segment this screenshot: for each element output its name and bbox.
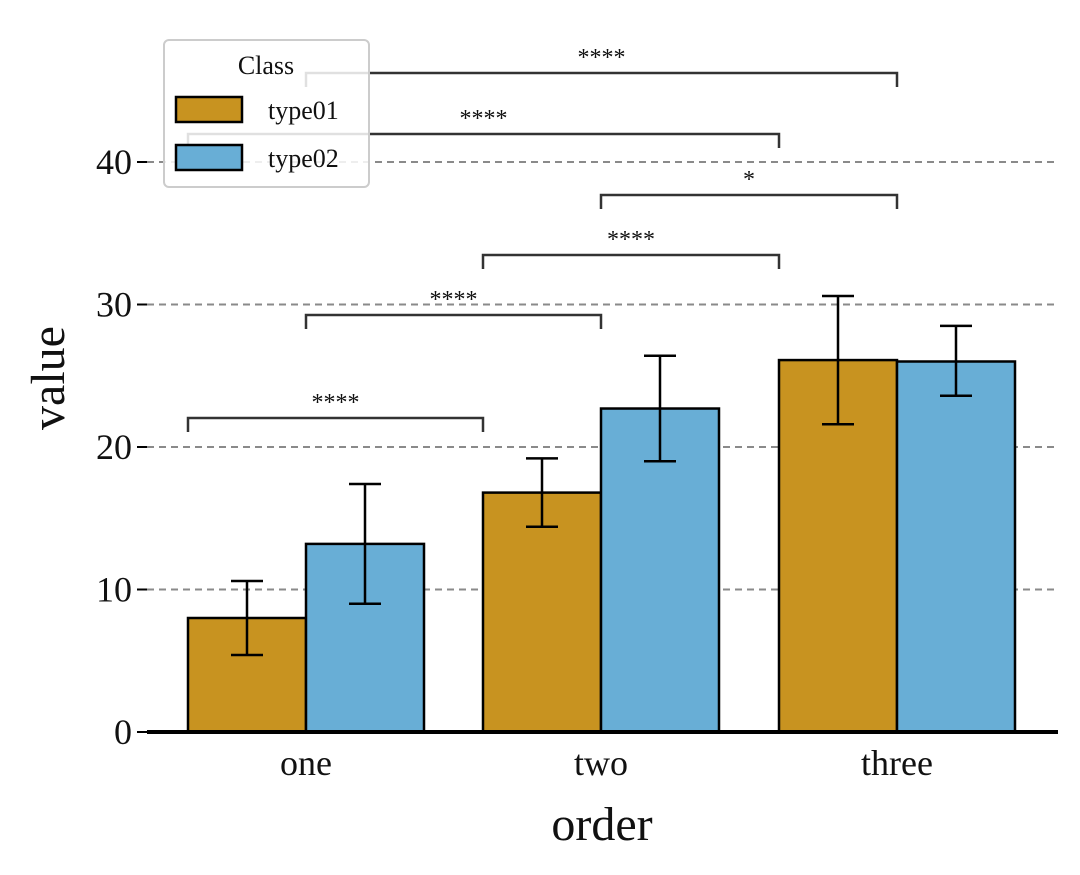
y-tick-label: 10 bbox=[96, 570, 132, 610]
y-tick-label: 40 bbox=[96, 142, 132, 182]
significance-bracket: **** bbox=[186, 390, 485, 432]
significance-label: **** bbox=[312, 390, 360, 416]
significance-label: **** bbox=[460, 106, 508, 132]
legend-title: Class bbox=[238, 51, 294, 80]
y-axis-title: value bbox=[22, 326, 75, 430]
y-tick-label: 30 bbox=[96, 285, 132, 325]
x-axis-ticks: one two three bbox=[280, 743, 933, 783]
legend: Class type01 type02 bbox=[163, 39, 370, 188]
bar bbox=[895, 360, 1017, 734]
bracket-line bbox=[599, 193, 899, 209]
significance-bracket: **** bbox=[304, 45, 899, 87]
bracket-line bbox=[186, 416, 485, 432]
significance-bracket: **** bbox=[304, 287, 603, 329]
legend-label: type02 bbox=[268, 144, 339, 173]
x-tick-label: three bbox=[861, 743, 933, 783]
x-axis-title: order bbox=[551, 798, 652, 851]
legend-swatch bbox=[174, 95, 244, 124]
significance-label: **** bbox=[430, 287, 478, 313]
error-bars-layer bbox=[231, 294, 972, 657]
significance-label: * bbox=[743, 167, 755, 193]
y-tick-label: 0 bbox=[114, 712, 132, 752]
x-tick-label: two bbox=[574, 743, 628, 783]
bracket-line bbox=[481, 253, 781, 269]
significance-bracket: **** bbox=[481, 227, 781, 269]
y-axis-ticks: 0 10 20 30 40 bbox=[96, 142, 147, 752]
significance-bracket: * bbox=[599, 167, 899, 209]
x-tick-label: one bbox=[280, 743, 332, 783]
significance-label: **** bbox=[607, 227, 655, 253]
bar bbox=[481, 491, 603, 734]
legend-swatch bbox=[174, 143, 244, 172]
legend-label: type01 bbox=[268, 96, 339, 125]
y-tick-label: 20 bbox=[96, 427, 132, 467]
bracket-line bbox=[304, 71, 899, 87]
bracket-line bbox=[304, 313, 603, 329]
significance-label: **** bbox=[578, 45, 626, 71]
